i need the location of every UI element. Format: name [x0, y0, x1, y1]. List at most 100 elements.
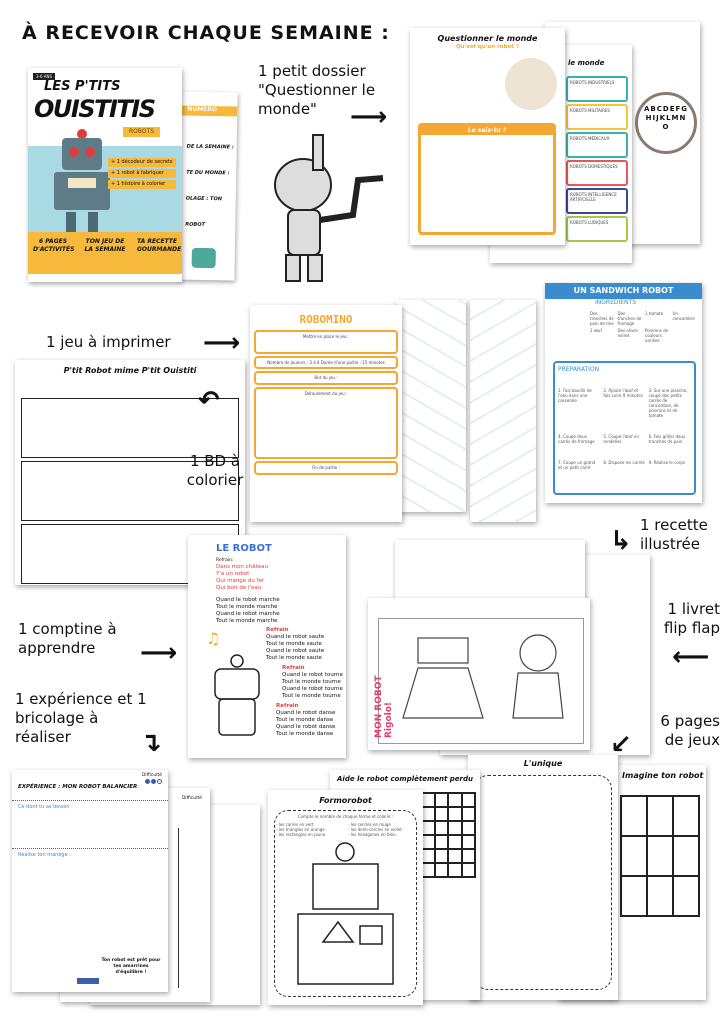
back-item: OLAGE : TON ROBOT — [185, 195, 222, 228]
refrain-tag: Refrain — [282, 665, 305, 671]
small-robot-illustration — [191, 247, 216, 269]
category-box: ROBOTS MÉDICAUX — [566, 132, 628, 158]
recipe-page: UN SANDWICH ROBOT INGRÉDIENTS Des tranch… — [545, 283, 702, 503]
ingredient: Des olives noires — [617, 328, 638, 338]
difficulty-dot — [151, 779, 156, 784]
comic-panel — [21, 398, 239, 458]
step: 7. Coupe un grand et un petit carré — [558, 460, 596, 470]
magazine-title-line1: LES P'TITS — [44, 79, 121, 94]
game-page: Formorobot Compte le nombre de chaque fo… — [268, 790, 423, 1005]
back-item: TE DU MONDE : — [186, 169, 230, 177]
robot-drawing — [274, 134, 384, 282]
label-recette: 1 recette illustrée — [640, 516, 708, 553]
domino-page — [470, 300, 536, 522]
verse-line: Quand le robot danse — [276, 724, 336, 730]
curved-arrow-icon: ↙ — [610, 730, 632, 760]
step: 5. Coupe l'œuf en rondelles — [603, 434, 639, 444]
verse-line: Tout le monde marche — [216, 618, 278, 624]
rule-section: Nombre de joueurs : 3 à 4 Durée d'une pa… — [254, 356, 398, 369]
rule-section: But du jeu : — [254, 371, 398, 385]
robomino-title: ROBOMINO — [299, 313, 353, 326]
label-bd: 1 BD à colorier — [186, 452, 244, 489]
experience-title: EXPÉRIENCE : MON ROBOT BALANCIER — [18, 784, 138, 790]
robot-drawing — [214, 654, 260, 736]
step: 8. Dispose les carrés — [603, 460, 645, 465]
arrow-left-icon: ⟵ — [672, 642, 710, 672]
step: 4. Coupe deux carrés de fromage — [558, 434, 595, 444]
refrain-line: Qui mange du fer — [216, 578, 265, 584]
bd-title: P'tit Robot mime P'tit Ouistiti — [63, 366, 197, 375]
rule-section: Déroulement du jeu : — [254, 387, 398, 459]
back-title: le monde — [568, 59, 605, 67]
refrain-line: Dans mon château — [216, 564, 268, 570]
refrain-line: Y'a un robot — [216, 571, 250, 577]
difficulty-label: Difficulté — [181, 796, 202, 801]
category-box: ROBOTS MILITAIRES — [566, 104, 628, 130]
robomino-page: ROBOMINO Mettre en place le jeu : Nombre… — [250, 305, 402, 522]
verse-line: Quand le robot marche — [216, 597, 280, 603]
verse-line: Quand le robot tourne — [282, 672, 343, 678]
step: 9. Réalise le corps — [648, 460, 686, 465]
make-label: Réalise ton manège : — [18, 852, 71, 858]
magazine-cover: 3-6 ANS LES P'TITS OUISTITIS ROBOTS + 1 … — [28, 68, 182, 282]
verse-line: Tout le monde danse — [276, 731, 334, 737]
instruction-item: - les demi-cercles en violet — [348, 827, 402, 832]
step: 2. Ajoute l'œuf et fais cuire 9 minutes — [603, 388, 643, 398]
needs-label: Ce dont tu as besoin : — [18, 804, 73, 810]
refrain-tag: Refrain — [266, 627, 289, 633]
game-page: L'unique — [468, 755, 618, 1000]
robots-circle-illustration — [505, 58, 557, 110]
verse-line: Tout le monde danse — [276, 717, 334, 723]
rule-section: Fin de partie : — [254, 461, 398, 475]
magazine-title-line2: OUISTITIS — [34, 95, 156, 123]
domino-page — [396, 300, 466, 512]
comic-panel — [21, 461, 239, 521]
feature-item: + 1 décodeur de secrets — [108, 158, 176, 167]
back-heading: NUMÉRO — [179, 105, 238, 117]
robot-illustration — [54, 129, 110, 234]
verse-line: Quand le robot danse — [276, 710, 336, 716]
label-experience: 1 expérience et 1 bricolage à réaliser — [15, 690, 147, 746]
verse-line: Tout le monde saute — [266, 641, 322, 647]
difficulty-rating — [145, 779, 162, 784]
footer-col: 6 PAGES D'ACTIVITÉS — [33, 238, 75, 253]
label-dossier: 1 petit dossier "Questionner le monde" — [258, 62, 376, 118]
refrain-line: Qui boit de l'eau — [216, 585, 262, 591]
ingredient: Poivrons de couleurs variées — [645, 328, 669, 343]
theme-label: ROBOTS — [123, 127, 161, 137]
label-jeu: 1 jeu à imprimer — [46, 333, 171, 351]
footer-col: TON JEU DE LA SEMAINE — [84, 238, 126, 253]
magazine-back-page: NUMÉRO DE LA SEMAINE : TE DU MONDE : OLA… — [176, 91, 238, 281]
curved-arrow-icon: ↳ — [610, 526, 632, 556]
ingredient: Un concombre — [672, 311, 695, 321]
music-note-icon: ♫ — [206, 629, 221, 648]
curved-arrow-icon: ↴ — [140, 728, 162, 758]
ingredient: 1 tomate — [645, 311, 664, 316]
ingredient: 1 œuf — [590, 328, 602, 333]
doc-subtitle: Qu'est qu'un robot ? — [455, 44, 520, 50]
label-flipflap: 1 livret flip flap — [663, 600, 720, 637]
flipflap-brand: MON ROBOT Rigolo! — [374, 675, 394, 738]
page-title: À RECEVOIR CHAQUE SEMAINE : — [22, 22, 390, 44]
flipflap-page: MON ROBOT Rigolo! — [368, 598, 590, 750]
step: 1. Fais bouillir de l'eau dans une casse… — [558, 388, 592, 403]
verse-line: Tout le monde marche — [216, 604, 278, 610]
verse-line: Quand le robot marche — [216, 611, 280, 617]
instruction-item: - les triangles en orange — [276, 827, 325, 832]
refrain-label: Refrain: — [216, 558, 234, 563]
arrow-right-icon: ⟶ — [140, 638, 178, 668]
step: 6. Fais griller deux tranches de pain — [648, 434, 686, 444]
preparation-label: PRÉPARATION — [558, 366, 600, 373]
decoder-wheel: ABCDEFGHIJKLMNO — [635, 92, 697, 154]
difficulty-label: Difficulté — [141, 773, 162, 778]
ingredient: Des tranches de fromage — [617, 311, 642, 326]
category-box: ROBOTS LUDIQUES — [566, 216, 628, 242]
label-comptine: 1 comptine à apprendre — [18, 620, 117, 657]
conclusion: Ton robot est prêt pour tes amarrines d'… — [101, 958, 161, 975]
ingredients-label: INGRÉDIENTS — [595, 299, 637, 306]
refrain-tag: Refrain — [276, 703, 299, 709]
shapes-robot-drawing — [297, 842, 394, 985]
box-title: Le sais-tu ? — [421, 126, 553, 135]
verse-line: Quand le robot saute — [266, 648, 325, 654]
